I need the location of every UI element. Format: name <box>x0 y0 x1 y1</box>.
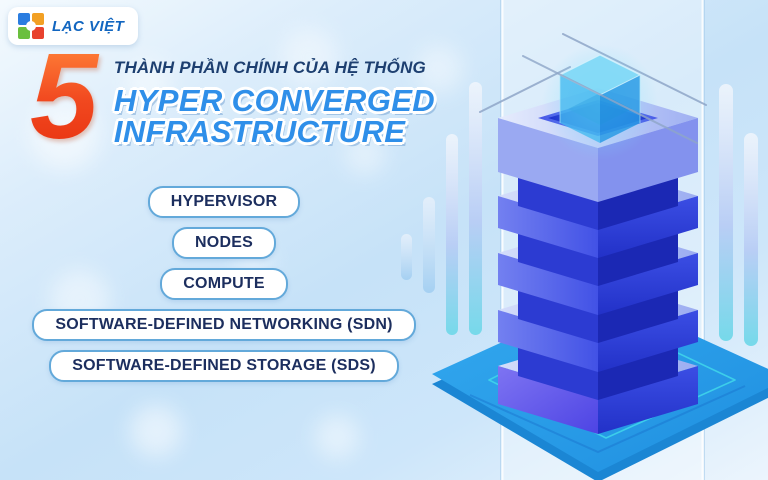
component-pill-nodes: NODES <box>172 227 276 259</box>
component-pill-compute: COMPUTE <box>160 268 288 300</box>
accent-bars <box>401 82 758 346</box>
component-pill-sds: SOFTWARE-DEFINED STORAGE (SDS) <box>49 350 399 382</box>
server-stack <box>498 88 698 434</box>
brand-logo: LẠC VIỆT <box>8 7 139 45</box>
headline-title-line2: INFRASTRUCTURE <box>113 114 406 149</box>
brand-name: LẠC VIỆT <box>52 17 125 35</box>
headline-number: 5 <box>30 35 102 157</box>
headline-block: 5 THÀNH PHẦN CHÍNH CỦA HỆ THỐNG HYPER CO… <box>30 35 435 157</box>
component-pill-sdn: SOFTWARE-DEFINED NETWORKING (SDN) <box>32 309 416 341</box>
headline-subtitle: THÀNH PHẦN CHÍNH CỦA HỆ THỐNG <box>113 58 426 77</box>
component-list: HYPERVISOR NODES COMPUTE SOFTWARE-DEFINE… <box>0 186 448 382</box>
headline-title-line1: HYPER CONVERGED <box>113 83 436 118</box>
decor-line-front <box>522 55 698 144</box>
brand-logo-icon <box>18 13 44 39</box>
glow-cube <box>542 44 658 160</box>
component-pill-hypervisor: HYPERVISOR <box>147 186 301 218</box>
headline-title: HYPER CONVERGED INFRASTRUCTURE <box>114 85 435 147</box>
